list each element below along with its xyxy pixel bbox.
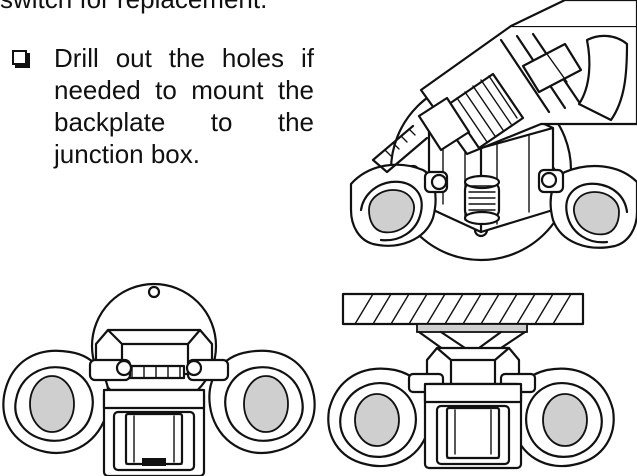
- fixture-front-illustration: [2, 282, 316, 476]
- ceiling-hatched-surface: [341, 292, 585, 326]
- drill-illustration: [349, 0, 637, 262]
- drill-instruction-item: Drill out the holes if needed to mount t…: [0, 42, 330, 192]
- top-text-fragment: switch for replacement.: [0, 0, 267, 16]
- checkbox-icon: [12, 50, 27, 65]
- drill-instruction-text: Drill out the holes if needed to mount t…: [54, 43, 314, 169]
- ceiling-mount-illustration: [327, 292, 615, 470]
- power-drill-icon: [371, 0, 637, 174]
